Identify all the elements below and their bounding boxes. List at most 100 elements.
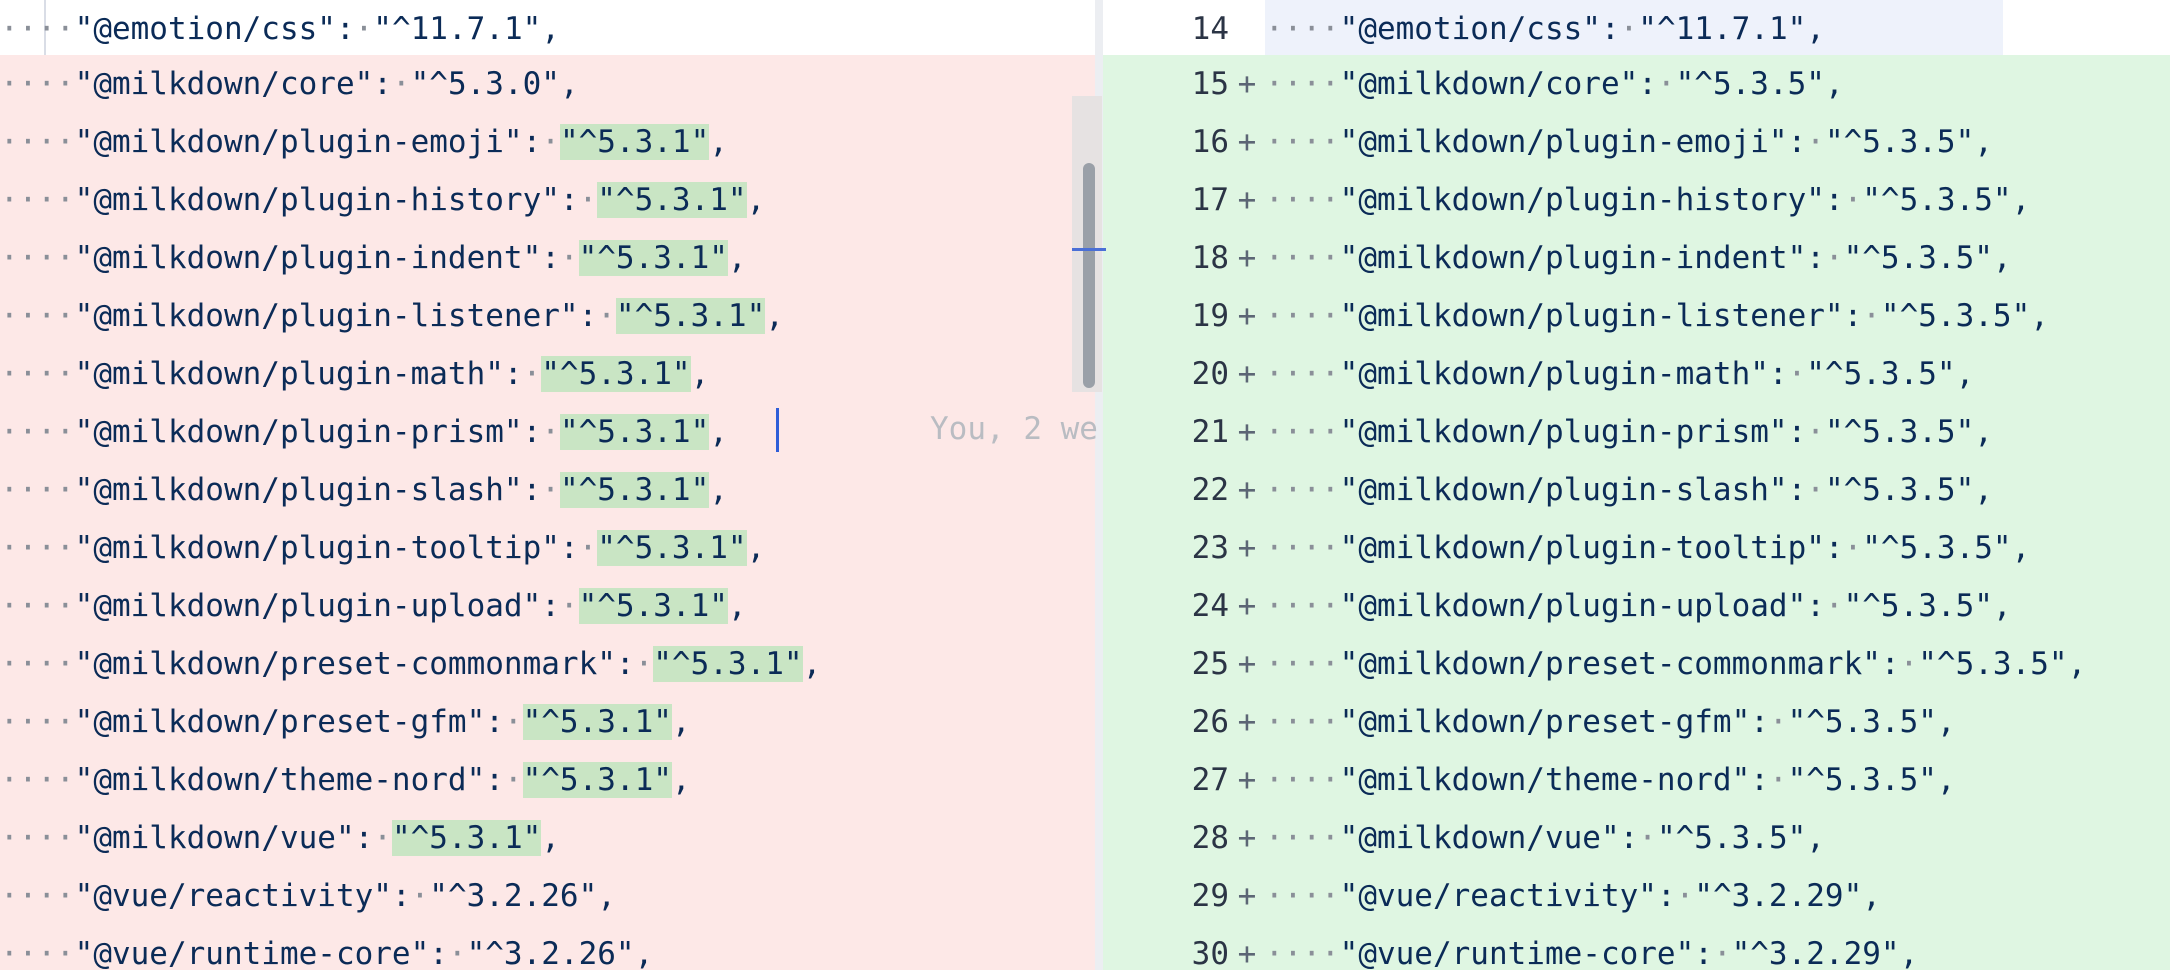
added-line[interactable]: 26+····"@milkdown/preset-gfm":·"^5.3.5", [1103,693,2170,751]
code-line[interactable]: ····"@milkdown/plugin-tooltip":·"^5.3.5"… [1265,519,2030,577]
code-line[interactable]: ····"@milkdown/plugin-upload":·"^5.3.1", [0,577,747,635]
removed-line[interactable]: ····"@milkdown/plugin-math":·"^5.3.1", [0,345,1103,403]
right-diff-pane[interactable]: 14····"@emotion/css":·"^11.7.1",15+····"… [1103,0,2170,970]
added-line[interactable]: 15+····"@milkdown/core":·"^5.3.5", [1103,55,2170,113]
left-diff-pane[interactable]: ····"@emotion/css":·"^11.7.1",····"@milk… [0,0,1103,970]
added-line[interactable]: 24+····"@milkdown/plugin-upload":·"^5.3.… [1103,577,2170,635]
removed-line[interactable]: ····"@milkdown/preset-gfm":·"^5.3.1", [0,693,1103,751]
removed-line[interactable]: ····"@milkdown/plugin-indent":·"^5.3.1", [0,229,1103,287]
line-number-gutter[interactable]: 25+ [1103,635,1265,693]
removed-line[interactable]: ····"@milkdown/preset-commonmark":·"^5.3… [0,635,1103,693]
removed-line[interactable]: ····"@milkdown/theme-nord":·"^5.3.1", [0,751,1103,809]
removed-line[interactable]: ····"@milkdown/core":·"^5.3.0", [0,55,1103,113]
json-key: "@milkdown/plugin-slash" [74,472,523,508]
diff-scrollbar-thumb[interactable] [1083,163,1095,388]
added-line[interactable]: 21+····"@milkdown/plugin-prism":·"^5.3.5… [1103,403,2170,461]
code-line[interactable]: ····"@milkdown/plugin-prism":·"^5.3.1", [0,403,728,461]
removed-line[interactable]: ····"@milkdown/plugin-emoji":·"^5.3.1", [0,113,1103,171]
added-line[interactable]: 22+····"@milkdown/plugin-slash":·"^5.3.5… [1103,461,2170,519]
line-number-gutter[interactable]: 26+ [1103,693,1265,751]
removed-line[interactable]: ····"@milkdown/plugin-history":·"^5.3.1"… [0,171,1103,229]
line-number-gutter[interactable]: 24+ [1103,577,1265,635]
code-line[interactable]: ····"@milkdown/plugin-indent":·"^5.3.5", [1265,229,2012,287]
added-line[interactable]: 23+····"@milkdown/plugin-tooltip":·"^5.3… [1103,519,2170,577]
diff-sign: + [1237,646,1257,682]
code-line[interactable]: ····"@milkdown/plugin-slash":·"^5.3.1", [0,461,728,519]
line-number-gutter[interactable]: 29+ [1103,867,1265,925]
context-line[interactable]: ····"@emotion/css":·"^11.7.1", [0,0,1103,55]
trailing-comma: , [2011,530,2031,566]
code-line[interactable]: ····"@milkdown/plugin-listener":·"^5.3.5… [1265,287,2049,345]
added-line[interactable]: 27+····"@milkdown/theme-nord":·"^5.3.5", [1103,751,2170,809]
line-number-gutter[interactable]: 28+ [1103,809,1265,867]
removed-line[interactable]: ····"@milkdown/plugin-upload":·"^5.3.1", [0,577,1103,635]
line-number-gutter[interactable]: 15+ [1103,55,1265,113]
code-line[interactable]: ····"@milkdown/plugin-slash":·"^5.3.5", [1265,461,1993,519]
code-line[interactable]: ····"@milkdown/plugin-upload":·"^5.3.5", [1265,577,2012,635]
whitespace-dot: · [541,472,560,508]
code-line[interactable]: ····"@vue/reactivity":·"^3.2.29", [1265,867,1881,925]
removed-line[interactable]: ····"@milkdown/plugin-prism":·"^5.3.1", [0,403,1103,461]
line-number: 16 [1191,124,1229,160]
removed-line[interactable]: ····"@vue/reactivity":·"^3.2.26", [0,867,1103,925]
code-line[interactable]: ····"@milkdown/theme-nord":·"^5.3.1", [0,751,691,809]
removed-line[interactable]: ····"@milkdown/vue":·"^5.3.1", [0,809,1103,867]
json-value: "^5.3.1" [391,820,542,856]
code-line[interactable]: ····"@milkdown/plugin-history":·"^5.3.1"… [0,171,765,229]
whitespace-indent: ···· [1265,878,1340,914]
line-number-gutter[interactable]: 18+ [1103,229,1265,287]
code-line[interactable]: ····"@milkdown/plugin-listener":·"^5.3.1… [0,287,784,345]
removed-line[interactable]: ····"@milkdown/plugin-slash":·"^5.3.1", [0,461,1103,519]
pane-separator[interactable] [1095,0,1103,970]
line-number-gutter[interactable]: 17+ [1103,171,1265,229]
code-line[interactable]: ····"@milkdown/plugin-history":·"^5.3.5"… [1265,171,2030,229]
line-number-gutter[interactable]: 16+ [1103,113,1265,171]
code-line[interactable]: ····"@milkdown/plugin-prism":·"^5.3.5", [1265,403,1993,461]
context-line[interactable]: 14····"@emotion/css":·"^11.7.1", [1103,0,2170,55]
removed-line[interactable]: ····"@vue/runtime-core":·"^3.2.26", [0,925,1103,970]
code-line[interactable]: ····"@milkdown/plugin-math":·"^5.3.5", [1265,345,1974,403]
removed-line[interactable]: ····"@milkdown/plugin-listener":·"^5.3.1… [0,287,1103,345]
code-line[interactable]: ····"@milkdown/vue":·"^5.3.1", [0,809,560,867]
added-line[interactable]: 20+····"@milkdown/plugin-math":·"^5.3.5"… [1103,345,2170,403]
line-number-gutter[interactable]: 14 [1103,0,1265,58]
json-value: "^5.3.5" [1787,704,1937,740]
line-number-gutter[interactable]: 30+ [1103,925,1265,970]
line-number: 15 [1191,66,1229,102]
code-line[interactable]: ····"@milkdown/plugin-emoji":·"^5.3.1", [0,113,728,171]
line-number-gutter[interactable]: 27+ [1103,751,1265,809]
code-line[interactable]: ····"@emotion/css":·"^11.7.1", [0,0,560,58]
added-line[interactable]: 19+····"@milkdown/plugin-listener":·"^5.… [1103,287,2170,345]
added-line[interactable]: 17+····"@milkdown/plugin-history":·"^5.3… [1103,171,2170,229]
code-line[interactable]: ····"@vue/reactivity":·"^3.2.26", [0,867,616,925]
line-number-gutter[interactable]: 22+ [1103,461,1265,519]
code-line[interactable]: ····"@milkdown/theme-nord":·"^5.3.5", [1265,751,1956,809]
line-number-gutter[interactable]: 19+ [1103,287,1265,345]
json-value: "^5.3.1" [559,124,710,160]
line-number-gutter[interactable]: 20+ [1103,345,1265,403]
code-line[interactable]: ····"@emotion/css":·"^11.7.1", [1265,0,1825,58]
line-number-gutter[interactable]: 21+ [1103,403,1265,461]
code-line[interactable]: ····"@milkdown/core":·"^5.3.0", [0,55,579,113]
added-line[interactable]: 28+····"@milkdown/vue":·"^5.3.5", [1103,809,2170,867]
json-key: "@milkdown/preset-commonmark" [1339,646,1881,682]
code-line[interactable]: ····"@milkdown/preset-commonmark":·"^5.3… [1265,635,2086,693]
code-line[interactable]: ····"@milkdown/vue":·"^5.3.5", [1265,809,1825,867]
code-line[interactable]: ····"@milkdown/preset-gfm":·"^5.3.5", [1265,693,1956,751]
code-line[interactable]: ····"@milkdown/preset-gfm":·"^5.3.1", [0,693,691,751]
added-line[interactable]: 30+····"@vue/runtime-core":·"^3.2.29", [1103,925,2170,970]
removed-line[interactable]: ····"@milkdown/plugin-tooltip":·"^5.3.1"… [0,519,1103,577]
code-line[interactable]: ····"@milkdown/plugin-tooltip":·"^5.3.1"… [0,519,765,577]
added-line[interactable]: 29+····"@vue/reactivity":·"^3.2.29", [1103,867,2170,925]
code-line[interactable]: ····"@milkdown/core":·"^5.3.5", [1265,55,1844,113]
line-number-gutter[interactable]: 23+ [1103,519,1265,577]
code-line[interactable]: ····"@vue/runtime-core":·"^3.2.29", [1265,925,1918,970]
added-line[interactable]: 18+····"@milkdown/plugin-indent":·"^5.3.… [1103,229,2170,287]
code-line[interactable]: ····"@milkdown/plugin-indent":·"^5.3.1", [0,229,747,287]
added-line[interactable]: 16+····"@milkdown/plugin-emoji":·"^5.3.5… [1103,113,2170,171]
code-line[interactable]: ····"@milkdown/plugin-emoji":·"^5.3.5", [1265,113,1993,171]
added-line[interactable]: 25+····"@milkdown/preset-commonmark":·"^… [1103,635,2170,693]
code-line[interactable]: ····"@vue/runtime-core":·"^3.2.26", [0,925,653,970]
code-line[interactable]: ····"@milkdown/plugin-math":·"^5.3.1", [0,345,709,403]
code-line[interactable]: ····"@milkdown/preset-commonmark":·"^5.3… [0,635,821,693]
